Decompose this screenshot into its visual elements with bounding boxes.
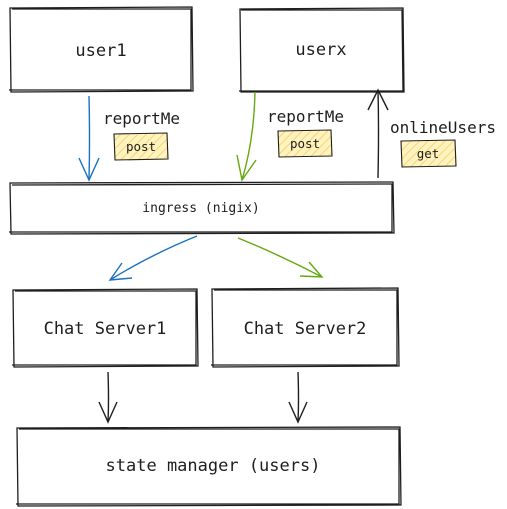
user1-node: user1 xyxy=(9,6,194,93)
user1-method-tag: post xyxy=(113,132,169,161)
state-manager-label: state manager (users) xyxy=(106,456,321,476)
ingress-node: ingress (nigix) xyxy=(9,181,395,235)
chat-server-1-node: Chat Server1 xyxy=(12,288,199,368)
chat-server-1-label: Chat Server1 xyxy=(44,319,167,339)
state-manager-node: state manager (users) xyxy=(16,426,402,507)
user1-to-ingress-arrow xyxy=(78,95,100,182)
user1-label: user1 xyxy=(75,41,126,61)
online-users-method-label: get xyxy=(417,146,440,161)
user1-edge-label: reportMe xyxy=(103,109,180,128)
ingress-to-userx-arrow xyxy=(367,88,389,179)
userx-to-ingress-arrow xyxy=(236,91,257,182)
chat-server-2-label: Chat Server2 xyxy=(244,319,367,339)
chat-server-2-to-state-manager-arrow xyxy=(288,371,308,424)
userx-node: userx xyxy=(239,7,405,93)
userx-edge-label: reportMe xyxy=(267,107,344,126)
ingress-to-chat-server-1-arrow xyxy=(108,235,198,281)
userx-method-tag: post xyxy=(277,129,333,158)
chat-server-1-to-state-manager-arrow xyxy=(98,371,118,424)
ingress-label: ingress (nigix) xyxy=(142,201,259,216)
chat-server-2-node: Chat Server2 xyxy=(211,287,400,368)
userx-method-label: post xyxy=(290,136,320,151)
userx-label: userx xyxy=(295,40,346,60)
online-users-method-tag: get xyxy=(400,139,457,168)
user1-method-label: post xyxy=(126,139,156,154)
ingress-to-chat-server-2-arrow xyxy=(237,237,324,278)
online-users-edge-label: onlineUsers xyxy=(390,118,496,137)
